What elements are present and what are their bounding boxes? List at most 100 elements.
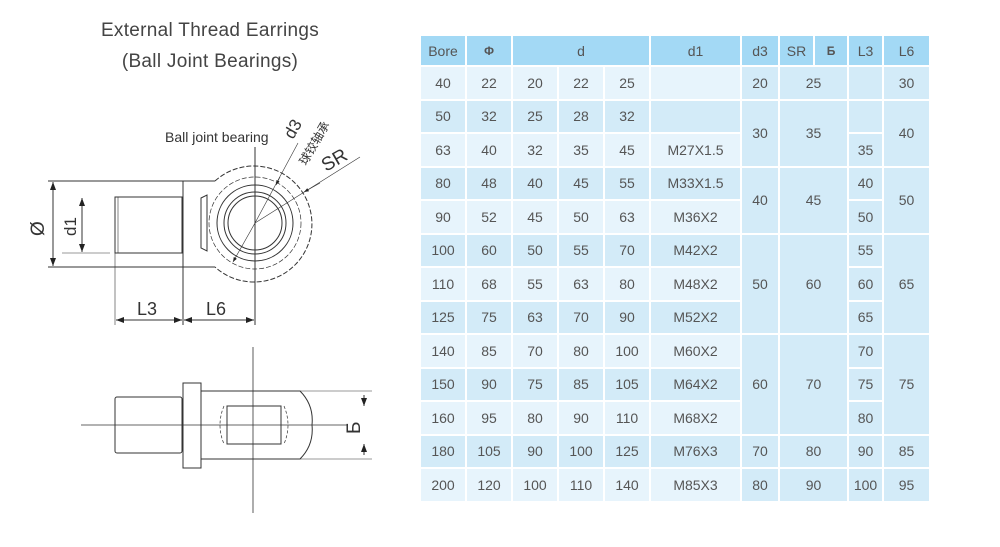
- table-cell: 28: [559, 100, 603, 132]
- table-cell: 50: [742, 234, 778, 333]
- table-cell: 40: [849, 167, 882, 199]
- table-cell: 70: [559, 301, 603, 333]
- table-cell: 50: [421, 100, 465, 132]
- table-cell: 35: [849, 134, 882, 166]
- table-cell: 63: [605, 201, 649, 233]
- table-cell: 35: [780, 100, 847, 166]
- table-cell: 100: [605, 335, 649, 367]
- d3-label: d3: [280, 116, 306, 142]
- side-view: [48, 142, 361, 325]
- table-cell: 32: [605, 100, 649, 132]
- table-cell: 150: [421, 368, 465, 400]
- table-cell: 60: [467, 234, 511, 266]
- table-cell: [849, 100, 882, 132]
- table-cell: 90: [421, 201, 465, 233]
- column-header-sr: SR: [780, 36, 813, 65]
- table-cell: 200: [421, 469, 465, 501]
- table-cell: [849, 67, 882, 99]
- table-cell: 70: [742, 435, 778, 467]
- column-header-d: d: [513, 36, 649, 65]
- table-cell: 95: [884, 469, 929, 501]
- table-cell: 90: [780, 469, 847, 501]
- table-cell: 105: [467, 435, 511, 467]
- table-cell: 63: [513, 301, 557, 333]
- table-cell: 80: [780, 435, 847, 467]
- table-cell: 75: [513, 368, 557, 400]
- column-header-d1: d1: [651, 36, 740, 65]
- table-cell: 55: [849, 234, 882, 266]
- table-cell: 90: [559, 402, 603, 434]
- table-cell: 180: [421, 435, 465, 467]
- table-cell: 95: [467, 402, 511, 434]
- l6-label: L6: [206, 299, 226, 319]
- column-header-d3: d3: [742, 36, 778, 65]
- table-cell: M42X2: [651, 234, 740, 266]
- table-cell: 80: [513, 402, 557, 434]
- table-cell: [651, 67, 740, 99]
- table-cell: 85: [884, 435, 929, 467]
- table-cell: 60: [742, 335, 778, 434]
- ball-joint-label: Ball joint bearing: [165, 129, 269, 145]
- title-line-1: External Thread Earrings: [100, 20, 320, 41]
- table-cell: 22: [559, 67, 603, 99]
- sr-label: SR: [318, 145, 351, 176]
- d1-label: d1: [61, 217, 80, 236]
- table-cell: 45: [559, 167, 603, 199]
- table-cell: 80: [421, 167, 465, 199]
- title-line-2: (Ball Joint Bearings): [121, 51, 299, 72]
- table-cell: 70: [605, 234, 649, 266]
- table-cell: 35: [559, 134, 603, 166]
- l3-label: L3: [137, 299, 157, 319]
- top-view: [81, 347, 372, 513]
- column-header-: Б: [815, 36, 847, 65]
- table-cell: 100: [513, 469, 557, 501]
- table-cell: 30: [884, 67, 929, 99]
- table-cell: 70: [849, 335, 882, 367]
- table-cell: 32: [513, 134, 557, 166]
- table-cell: 90: [605, 301, 649, 333]
- table-cell: 55: [559, 234, 603, 266]
- table-cell: 22: [467, 67, 511, 99]
- table-cell: 55: [513, 268, 557, 300]
- table-cell: 90: [467, 368, 511, 400]
- table-cell: 65: [884, 234, 929, 333]
- table-cell: 85: [467, 335, 511, 367]
- table-cell: 40: [884, 100, 929, 166]
- table-cell: 80: [605, 268, 649, 300]
- table-cell: 20: [742, 67, 778, 99]
- column-header-bore: Bore: [421, 36, 465, 65]
- table-cell: 60: [849, 268, 882, 300]
- table-cell: 75: [467, 301, 511, 333]
- table-cell: 105: [605, 368, 649, 400]
- technical-drawing: Ball joint bearing d3 球铰轴承 SR Ø d1 L3 L6…: [28, 116, 372, 513]
- table-cell: 45: [513, 201, 557, 233]
- table-cell: 120: [467, 469, 511, 501]
- table-cell: 90: [513, 435, 557, 467]
- column-header-l6: L6: [884, 36, 929, 65]
- table-cell: 25: [513, 100, 557, 132]
- table-cell: 60: [780, 234, 847, 333]
- table-cell: M33X1.5: [651, 167, 740, 199]
- table-cell: M68X2: [651, 402, 740, 434]
- table-cell: 80: [742, 469, 778, 501]
- table-cell: 45: [605, 134, 649, 166]
- table-cell: M60X2: [651, 335, 740, 367]
- table-cell: 63: [421, 134, 465, 166]
- table-cell: 110: [559, 469, 603, 501]
- table-cell: 140: [421, 335, 465, 367]
- table-cell: 50: [559, 201, 603, 233]
- table-cell: M27X1.5: [651, 134, 740, 166]
- column-header-: Φ: [467, 36, 511, 65]
- table-cell: 65: [849, 301, 882, 333]
